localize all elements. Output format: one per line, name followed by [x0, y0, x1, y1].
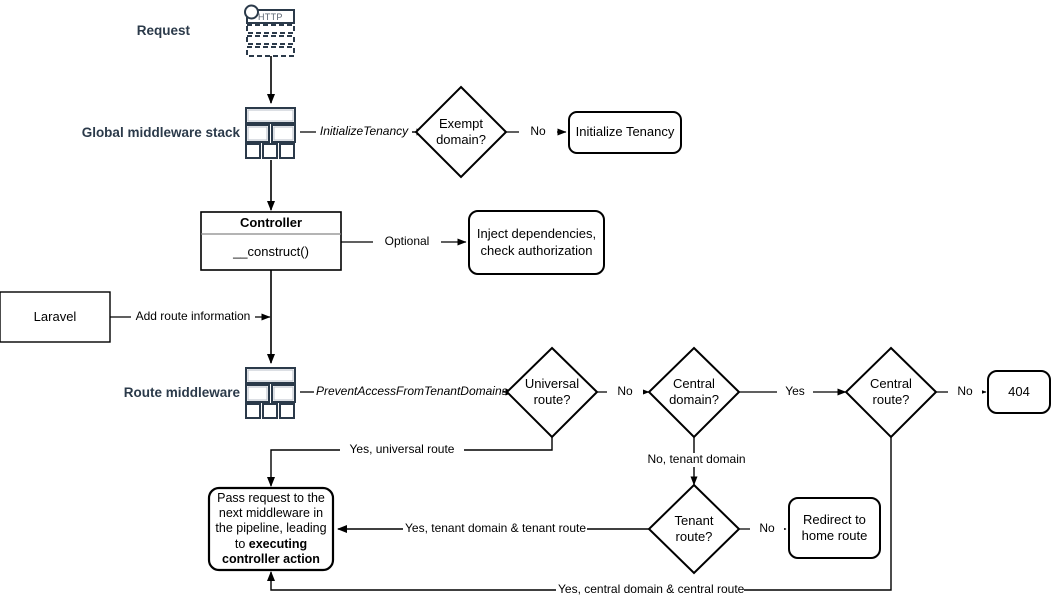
edge-label-central-domain-yes: Yes	[777, 384, 813, 399]
universal-route-diamond	[505, 346, 599, 439]
pass-request-box	[207, 486, 335, 572]
edge-label-universal-route-no: No	[607, 384, 643, 399]
inject-dependencies-box	[468, 210, 605, 275]
edge-label-no-tenant-domain: No, tenant domain	[637, 452, 756, 467]
http-request-icon	[244, 4, 295, 57]
edge-label-exempt-domain-no: No	[519, 124, 557, 139]
tenant-route-diamond	[647, 483, 741, 575]
side-label-route-middleware: Route middleware	[123, 385, 240, 400]
laravel-box	[0, 291, 111, 343]
edge-label-prevent-access-middleware: PreventAccessFromTenantDomains	[314, 384, 508, 399]
central-route-diamond	[844, 346, 938, 439]
edge-label-add-route-information: Add route information	[131, 309, 255, 324]
edge-label-central-route-no: No	[948, 384, 982, 399]
middleware-stack-icon-route	[245, 367, 296, 419]
edge-label-tenant-route-no: No	[750, 521, 784, 536]
side-label-request: Request	[136, 23, 190, 38]
edge-label-yes-tenant-domain-tenant-route: Yes, tenant domain & tenant route	[403, 521, 587, 536]
edge-label-yes-central-domain-central-route: Yes, central domain & central route	[556, 582, 745, 597]
middleware-stack-icon-global	[245, 107, 296, 159]
controller-box	[200, 211, 342, 271]
edge-label-initialize-tenancy-middleware: InitializeTenancy	[316, 124, 412, 139]
edge-label-controller-optional: Optional	[373, 234, 441, 249]
exempt-domain-diamond	[414, 85, 508, 179]
central-domain-diamond	[647, 346, 741, 439]
side-label-global-middleware-stack: Global middleware stack	[81, 125, 240, 140]
http-icon-caption: HTTP	[258, 12, 283, 22]
edge-label-yes-universal-route: Yes, universal route	[340, 442, 464, 457]
redirect-home-box	[788, 497, 881, 559]
not-found-box	[987, 370, 1051, 414]
initialize-tenancy-box	[568, 111, 682, 154]
